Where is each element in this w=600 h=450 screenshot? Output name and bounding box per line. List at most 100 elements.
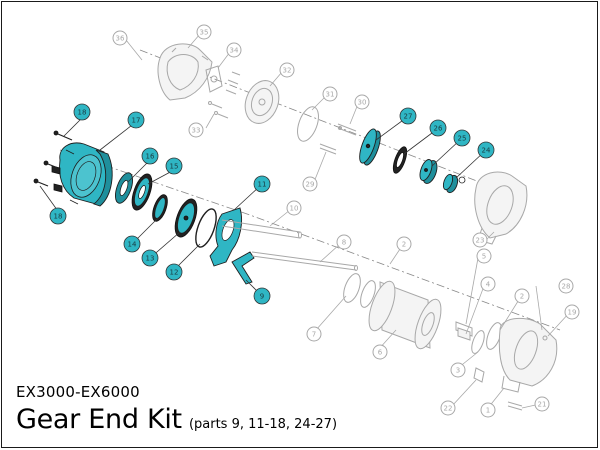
callout-number: 12	[170, 269, 179, 277]
callout-9-kit: 9	[253, 287, 271, 305]
part-25-gear	[419, 159, 438, 184]
callout-bubble	[480, 402, 496, 418]
callout-bubble	[472, 232, 488, 248]
model-range-label: EX3000-EX6000	[16, 383, 140, 401]
callout-bubble	[514, 288, 530, 304]
part-9-lever	[231, 251, 255, 285]
callout-11-kit: 11	[253, 175, 271, 193]
callout-number: 5	[482, 253, 486, 261]
callout-bubble	[440, 400, 456, 416]
callout-bubble	[112, 30, 128, 46]
part-15-planet-gear	[131, 173, 153, 211]
callout-number: 33	[192, 127, 201, 135]
callout-number: 11	[258, 181, 267, 189]
callout-number: 23	[476, 237, 485, 245]
callout-number: 28	[562, 283, 571, 291]
part-7-ring	[343, 273, 376, 308]
callout-bubble	[322, 86, 338, 102]
callout-bubble	[141, 147, 159, 165]
part-14-planet-gear	[152, 194, 168, 222]
callout-number: 8	[342, 239, 346, 247]
callout-26-kit: 26	[429, 119, 447, 137]
callout-28: 28	[558, 278, 574, 294]
callout-19: 19	[564, 304, 580, 320]
callout-17-kit: 17	[127, 111, 145, 129]
callout-bubble	[196, 24, 212, 40]
part-13-carrier	[174, 198, 198, 238]
callout-number: 22	[444, 405, 453, 413]
callout-18-kit: 18	[73, 103, 91, 121]
part-22-bolt	[473, 367, 485, 383]
callout-bubble	[279, 62, 295, 78]
callout-2: 2	[396, 236, 412, 252]
callout-4: 4	[480, 276, 496, 292]
part-33-screws	[208, 101, 229, 119]
part-11-bracket	[209, 207, 243, 267]
callout-bubble	[336, 234, 352, 250]
assembly-axis	[59, 149, 561, 331]
callout-bubble	[306, 326, 322, 342]
callout-18-kit: 18	[49, 207, 67, 225]
callout-27-kit: 27	[399, 107, 417, 125]
callout-bubble	[253, 175, 271, 193]
part-small-bolts	[225, 71, 241, 95]
callout-number: 27	[404, 113, 413, 121]
part-8-rod	[251, 251, 358, 271]
part-31-o-ring	[297, 106, 319, 142]
callout-number: 30	[358, 99, 367, 107]
part-6-drum	[368, 280, 442, 350]
callout-bubble	[477, 141, 495, 159]
callout-number: 25	[458, 135, 467, 143]
callout-number: 31	[326, 91, 335, 99]
callout-12-kit: 12	[165, 263, 183, 281]
callout-bubble	[480, 276, 496, 292]
callout-number: 2	[520, 293, 524, 301]
kit-title-block: Gear End Kit (parts 9, 11-18, 24-27)	[16, 404, 337, 435]
callout-30: 30	[354, 94, 370, 110]
part-35-housing	[157, 43, 213, 101]
callout-bubble	[253, 287, 271, 305]
part-16-ring-gear	[114, 172, 134, 204]
callout-bubble	[165, 157, 183, 175]
callout-bubble	[476, 248, 492, 264]
callout-number: 6	[378, 349, 383, 357]
part-30-pin	[337, 123, 357, 136]
callout-bubble	[558, 278, 574, 294]
callout-32: 32	[279, 62, 295, 78]
part-18-bolts	[33, 130, 73, 187]
callout-number: 18	[78, 109, 87, 117]
callout-number: 26	[434, 125, 443, 133]
callout-number: 3	[456, 367, 460, 375]
callout-number: 18	[54, 213, 63, 221]
callout-number: 4	[486, 281, 491, 289]
callout-bubble	[564, 304, 580, 320]
part-27-carrier-disc	[359, 128, 381, 166]
part-12-o-ring	[195, 208, 217, 248]
callout-number: 19	[568, 309, 577, 317]
callout-29: 29	[302, 176, 318, 192]
callout-bubble	[453, 129, 471, 147]
callout-13-kit: 13	[141, 249, 159, 267]
callout-16-kit: 16	[141, 147, 159, 165]
callout-number: 24	[482, 147, 491, 155]
callout-number: 9	[260, 293, 264, 301]
callout-bubble	[73, 103, 91, 121]
callout-bubble	[450, 362, 466, 378]
callout-bubble	[354, 94, 370, 110]
callout-23: 23	[472, 232, 488, 248]
callout-21: 21	[534, 396, 550, 412]
callout-number: 29	[306, 181, 315, 189]
callout-number: 17	[132, 117, 141, 125]
part-24-sun-gear	[442, 173, 466, 194]
part-5-bushing	[455, 321, 473, 337]
callout-number: 15	[170, 163, 179, 171]
callout-number: 36	[116, 35, 125, 43]
callout-number: 13	[146, 255, 155, 263]
callout-bubble	[141, 249, 159, 267]
part-4-bushing	[457, 327, 471, 341]
callout-number: 21	[538, 401, 547, 409]
callout-number: 2	[402, 241, 406, 249]
callout-31: 31	[322, 86, 338, 102]
